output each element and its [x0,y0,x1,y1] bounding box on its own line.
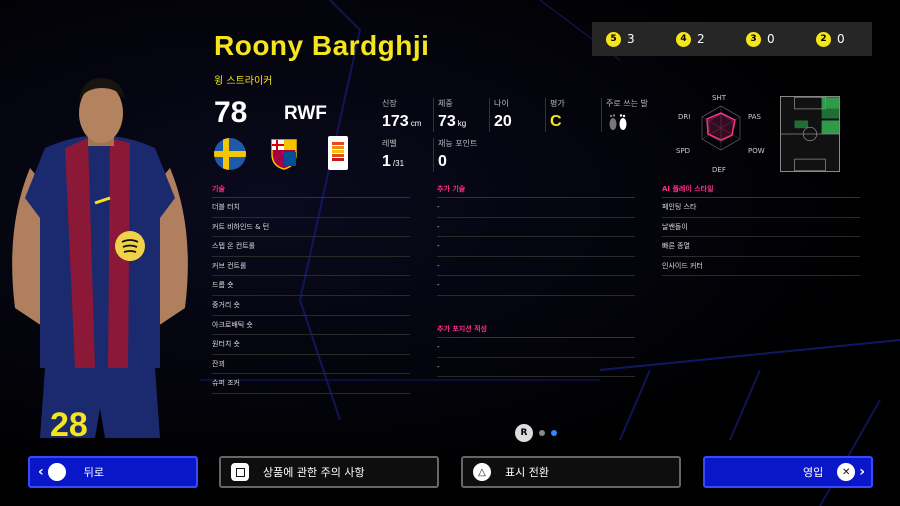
player-name: Roony Bardghji [214,30,430,61]
list-item: 드롭 숏 [212,276,410,296]
list-item: 슈퍼 조커 [212,374,410,394]
radar-label-pow: POW [748,147,765,155]
list-item: - [437,338,635,358]
radar-label-def: DEF [712,166,726,174]
overall-rating: 78 [214,96,248,129]
skills-list: 기술 더블 터치 커트 비하인드 & 턴 스텝 온 컨트롤 커브 컨트롤 드롭 … [212,184,410,394]
list-item: - [437,237,635,257]
position-pitch-map [780,96,840,172]
radar-label-dri: DRI [678,113,691,121]
player-role: 윙 스트라이커 [214,76,273,87]
list-item: - [437,257,635,277]
foot-stat: 주로 쓰는 발 [601,98,648,137]
list-item: 커트 비하인드 & 턴 [212,218,410,238]
skills-title: 기술 [212,184,410,198]
nation-flag-icon [214,138,246,170]
list-item: 페인팅 스타 [662,198,860,218]
caution-button[interactable]: 상품에 관한 주의 사항 [219,456,439,488]
list-item: - [437,198,635,218]
list-item: - [437,276,635,296]
list-item: 아크로배틱 숏 [212,316,410,336]
back-button[interactable]: ‹ 뒤로 [28,456,198,488]
r-button-icon[interactable]: R [515,424,533,442]
page-indicator[interactable]: R [515,424,557,442]
feet-icon [609,114,627,130]
ai-styles-list: AI 플레이 스타일 페인팅 스타 날쌘돌이 빠른 종열 인사이드 커터 [662,184,860,277]
list-item: 빠른 종열 [662,237,860,257]
page-dot-active [551,430,557,436]
age-stat: 나이 20 [489,98,512,132]
square-button-icon [231,463,249,481]
list-item: 인사이드 커터 [662,257,860,277]
chevron-right-icon: › [859,464,865,480]
list-item: 중거리 숏 [212,296,410,316]
list-item: 스텝 온 컨트롤 [212,237,410,257]
club-crest-icon [271,139,297,170]
triangle-button-icon: △ [473,463,491,481]
list-item: 커브 컨트롤 [212,257,410,277]
page-dot [539,430,545,436]
list-item: - [437,218,635,238]
player-position: RWF [284,103,327,124]
league-logo-icon [328,136,348,170]
grade-stat: 평가 C [545,98,565,132]
radar-label-spd: SPD [676,147,691,155]
radar-label-pas: PAS [748,113,762,121]
skill-points-stat: 재능 포인트 0 [433,138,477,172]
list-item: 날쌘돌이 [662,218,860,238]
shirt-number: 28 [50,406,88,444]
extra-skills-title: 추가 기술 [437,184,635,198]
ai-styles-title: AI 플레이 스타일 [662,184,860,198]
toggle-display-button[interactable]: △ 표시 전환 [461,456,681,488]
extra-skills-list: 추가 기술 - - - - - [437,184,635,296]
circle-button-icon [47,463,66,481]
radar-label-sht: SHT [712,94,726,102]
chevron-left-icon: ‹ [38,464,44,480]
list-item: 잔꾀 [212,355,410,375]
level-stat: 레벨 1/31 [382,139,405,170]
recruit-button[interactable]: 영입 ✕ › [703,456,873,488]
stat-radar-chart: SHT PAS POW DEF SPD DRI [676,94,766,174]
list-item: 더블 터치 [212,198,410,218]
extra-positions-title: 추가 포지션 적성 [437,324,635,338]
cross-button-icon: ✕ [837,463,856,481]
player-image: 28 [12,78,188,444]
list-item: 원터치 숏 [212,335,410,355]
list-item: - [437,358,635,378]
extra-positions-list: 추가 포지션 적성 - - [437,324,635,378]
